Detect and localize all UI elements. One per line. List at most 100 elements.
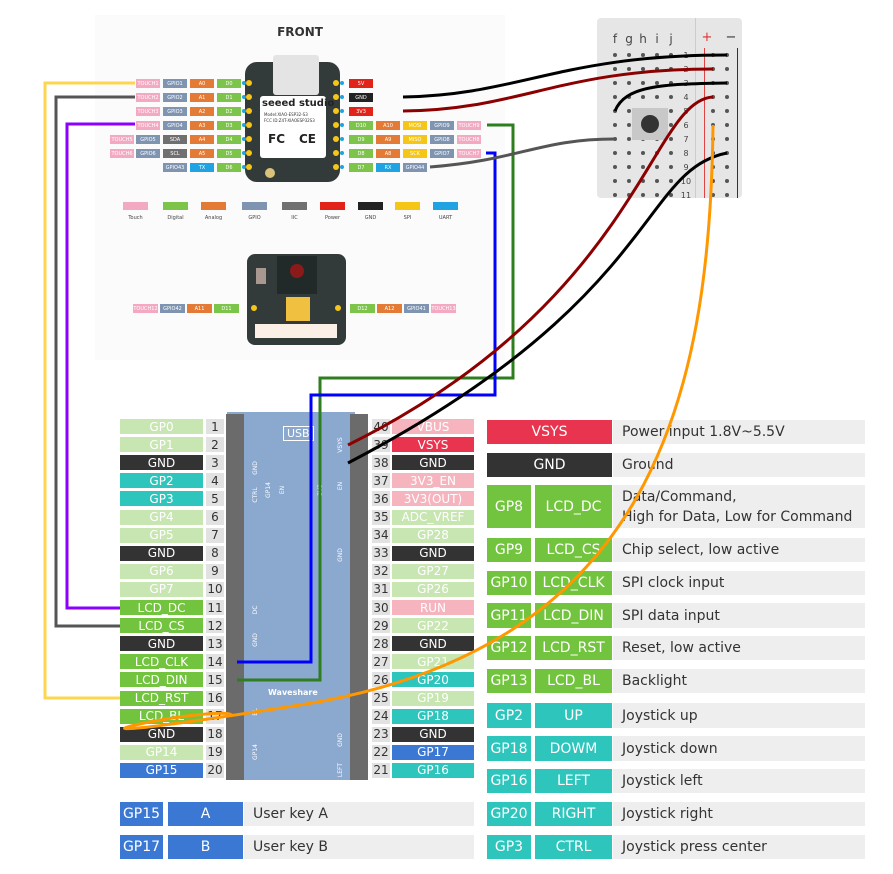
bb-rail-hole <box>711 193 715 197</box>
xiao-pin-label: GPIO7 <box>430 149 454 158</box>
xiao-pin-label: D4 <box>217 135 241 144</box>
usb-label: USB <box>283 426 314 441</box>
wire-black-button <box>613 81 728 112</box>
bb-hole <box>613 67 617 71</box>
xiao-pin-label: GPIO2 <box>163 93 187 102</box>
pin-number-right: 21 <box>372 762 390 778</box>
legend-swatch-pwr <box>320 202 345 210</box>
bb-rail-hole <box>725 165 729 169</box>
bb-hole <box>655 67 659 71</box>
xiao-pin-label: D2 <box>217 107 241 116</box>
xiao-pin-dot <box>340 109 344 113</box>
usb-c-connector <box>273 55 319 95</box>
pin-number-left: 10 <box>206 581 224 597</box>
legend-swatch-dig <box>163 202 188 210</box>
pin-number-right: 27 <box>372 654 390 670</box>
bb-hole <box>627 81 631 85</box>
function-signal: LCD_CLK <box>535 571 612 595</box>
pin-label-right: GP26 <box>392 581 474 597</box>
bb-divider <box>695 18 696 198</box>
bb-hole <box>641 95 645 99</box>
xiao-pin-dot <box>340 81 344 85</box>
pin-label-right: GND <box>392 455 474 471</box>
function-description: Backlight <box>613 669 865 693</box>
xiao-pad <box>333 108 339 114</box>
xiao-pad <box>246 80 252 86</box>
xiao-pad <box>246 94 252 100</box>
legend-swatch-gpio <box>242 202 267 210</box>
legend-label: GPIO <box>248 214 261 221</box>
wire-red-vsys <box>347 95 714 447</box>
pin-number-left: 20 <box>206 762 224 778</box>
camera-pin-label: TOUCH12 <box>133 304 158 313</box>
pin-number-left: 1 <box>206 419 224 434</box>
camera-flex <box>286 297 310 321</box>
xiao-pin-label: GND <box>349 93 373 102</box>
bb-hole <box>627 53 631 57</box>
bb-rail-hole <box>711 109 715 113</box>
pin-label-left: GP4 <box>120 509 203 525</box>
key-name: A <box>168 802 243 826</box>
xiao-pin-label: MOSI <box>403 121 427 130</box>
pin-label-left: GP3 <box>120 491 203 507</box>
pin-number-right: 35 <box>372 509 390 525</box>
pin-label-right: ADC_VREF <box>392 509 474 525</box>
xiao-pin-label: A5 <box>190 149 214 158</box>
xiao-pin-label: D10 <box>349 121 373 130</box>
camera-mic <box>256 268 266 284</box>
pin-number-right: 30 <box>372 600 390 615</box>
pin-number-right: 25 <box>372 690 390 706</box>
legend-label: Touch <box>128 214 143 221</box>
pin-number-left: 13 <box>206 636 224 652</box>
function-gpio: GP16 <box>487 769 531 793</box>
function-description: Data/Command, High for Data, Low for Com… <box>613 485 865 528</box>
camera-lens-red <box>290 264 304 278</box>
xiao-pin-label: GPIO5 <box>136 135 160 144</box>
bb-column-label: j <box>669 32 673 46</box>
xiao-pin-dot <box>242 151 246 155</box>
xiao-pin-label: D7 <box>349 163 373 172</box>
pin-label-left: GP2 <box>120 473 203 489</box>
pin-label-right: GND <box>392 636 474 652</box>
xiao-pin-dot <box>340 123 344 127</box>
xiao-pin-dot <box>242 123 246 127</box>
pin-number-left: 2 <box>206 437 224 453</box>
key-gpio: GP15 <box>120 802 163 826</box>
pico-board <box>227 412 355 780</box>
wire-gray-button <box>429 137 616 169</box>
bb-hole <box>669 53 673 57</box>
xiao-brand: seeed studio <box>262 98 335 109</box>
legend-swatch-ana <box>201 202 226 210</box>
bb-hole <box>655 165 659 169</box>
function-description: Joystick right <box>613 802 865 826</box>
xiao-pin-dot <box>340 137 344 141</box>
xiao-pad <box>333 136 339 142</box>
pin-number-right: 22 <box>372 744 390 760</box>
bb-row-number: 7 <box>683 134 689 144</box>
key-name: B <box>168 835 243 859</box>
function-description: Reset, low active <box>613 636 865 660</box>
bb-hole <box>613 95 617 99</box>
xiao-pin-label: GPIO8 <box>430 135 454 144</box>
pin-number-left: 4 <box>206 473 224 489</box>
pin-number-right: 29 <box>372 618 390 634</box>
pin-number-left: 18 <box>206 726 224 742</box>
function-description: SPI data input <box>613 603 865 628</box>
function-gpio: GP9 <box>487 538 531 562</box>
pin-number-right: 37 <box>372 473 390 489</box>
function-gpio: GP10 <box>487 571 531 595</box>
function-gpio: GP20 <box>487 802 531 826</box>
camera-connector <box>255 324 337 338</box>
pin-number-left: 5 <box>206 491 224 507</box>
pin-number-right: 28 <box>372 636 390 652</box>
bb-rail-hole <box>725 193 729 197</box>
xiao-pin-label: 5V <box>349 79 373 88</box>
xiao-pin-label: TOUCH9 <box>457 121 481 130</box>
pin-label-left: GP15 <box>120 762 203 778</box>
wire-yellow <box>43 81 135 700</box>
camera-pin-label: A12 <box>377 304 402 313</box>
xiao-pin-label: GPIO4 <box>163 121 187 130</box>
bb-hole <box>613 193 617 197</box>
bb-hole <box>641 67 645 71</box>
xiao-pin-label: GPIO43 <box>163 163 187 172</box>
